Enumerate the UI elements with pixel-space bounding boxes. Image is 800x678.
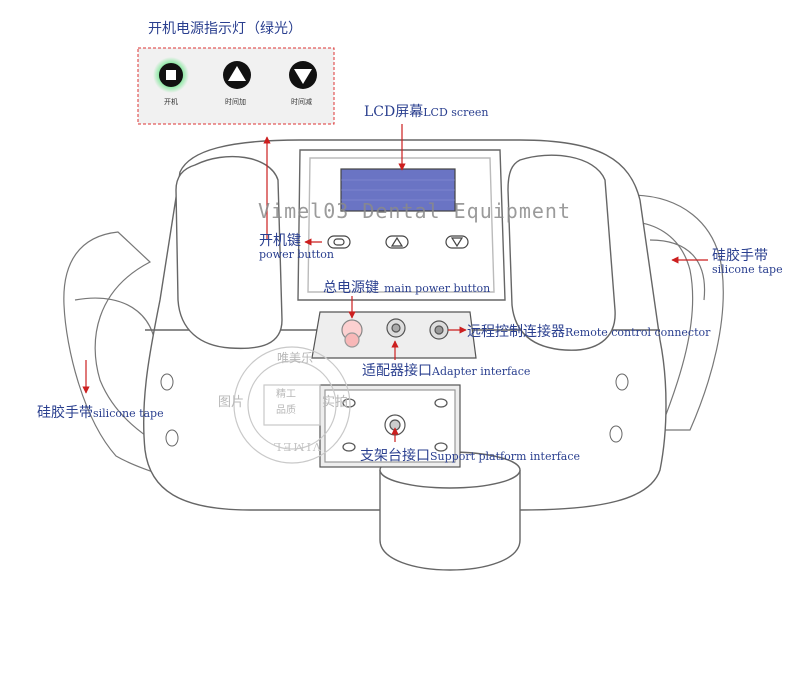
power-button-label-cn: 开机键 xyxy=(259,233,301,249)
time-down-caption: 时间减 xyxy=(291,98,312,106)
triangle-down-icon xyxy=(294,69,312,84)
seal-right-text: 实拍 xyxy=(322,395,349,410)
time-up-caption: 时间加 xyxy=(225,98,246,106)
lcd-label: LCD屏幕LCD screen xyxy=(364,102,488,120)
front-buttons xyxy=(327,235,469,249)
adapter-label: 适配器接口Adapter interface xyxy=(362,361,530,379)
silicone-left-label-cn: 硅胶手带 xyxy=(37,405,93,421)
indicator-title: 开机电源指示灯（绿光） xyxy=(148,21,302,37)
lcd-label-cn: LCD屏幕 xyxy=(364,104,424,120)
connector-block xyxy=(311,311,477,359)
support-label-en: Support platform interface xyxy=(430,450,581,463)
seal-top-text: 唯美乐 xyxy=(277,351,314,365)
lcd-label-en: LCD screen xyxy=(423,106,489,119)
seal-center-2: 品质 xyxy=(276,405,296,416)
right-silicone-strap xyxy=(629,194,724,431)
adapter-label-cn: 适配器接口 xyxy=(362,363,432,379)
main-power-label: 总电源键 main power button xyxy=(323,278,490,296)
side-holes xyxy=(160,373,629,447)
seal-center-1: 精工 xyxy=(276,389,296,400)
support-label: 支架台接口Support platform interface xyxy=(360,446,580,464)
device-body xyxy=(143,139,667,571)
silicone-left-label-en: silicone tape xyxy=(93,407,164,420)
silicone-right-label-en: silicone tape xyxy=(712,263,783,277)
silicone-right-label: 硅胶手带 silicone tape xyxy=(712,248,783,277)
power-caption: 开机 xyxy=(164,98,178,106)
lcd-pixels xyxy=(341,179,455,201)
adapter-label-en: Adapter interface xyxy=(432,365,531,378)
watermark-text: Vimel03 Dental Equipment xyxy=(258,199,571,223)
silicone-right-label-cn: 硅胶手带 xyxy=(712,248,768,264)
silicone-left-label: 硅胶手带silicone tape xyxy=(37,403,164,421)
support-label-cn: 支架台接口 xyxy=(360,448,430,464)
power-button-label-en: power button xyxy=(259,248,335,262)
stop-square-icon xyxy=(166,70,176,80)
main-power-label-cn: 总电源键 xyxy=(323,280,379,296)
seal-left-text: 图片 xyxy=(218,395,245,410)
remote-label-en: Remote control connector xyxy=(565,326,711,339)
seal-watermark xyxy=(233,346,351,464)
callout-arrows xyxy=(82,124,708,442)
triangle-up-icon xyxy=(228,66,246,81)
remote-label-cn: 远程控制连接器 xyxy=(467,324,565,340)
remote-label: 远程控制连接器Remote control connector xyxy=(467,322,710,340)
main-power-label-en: main power button xyxy=(384,282,491,295)
power-button-label: 开机键 power button xyxy=(259,233,335,262)
seal-bottom-text: VIMEL xyxy=(272,440,321,454)
